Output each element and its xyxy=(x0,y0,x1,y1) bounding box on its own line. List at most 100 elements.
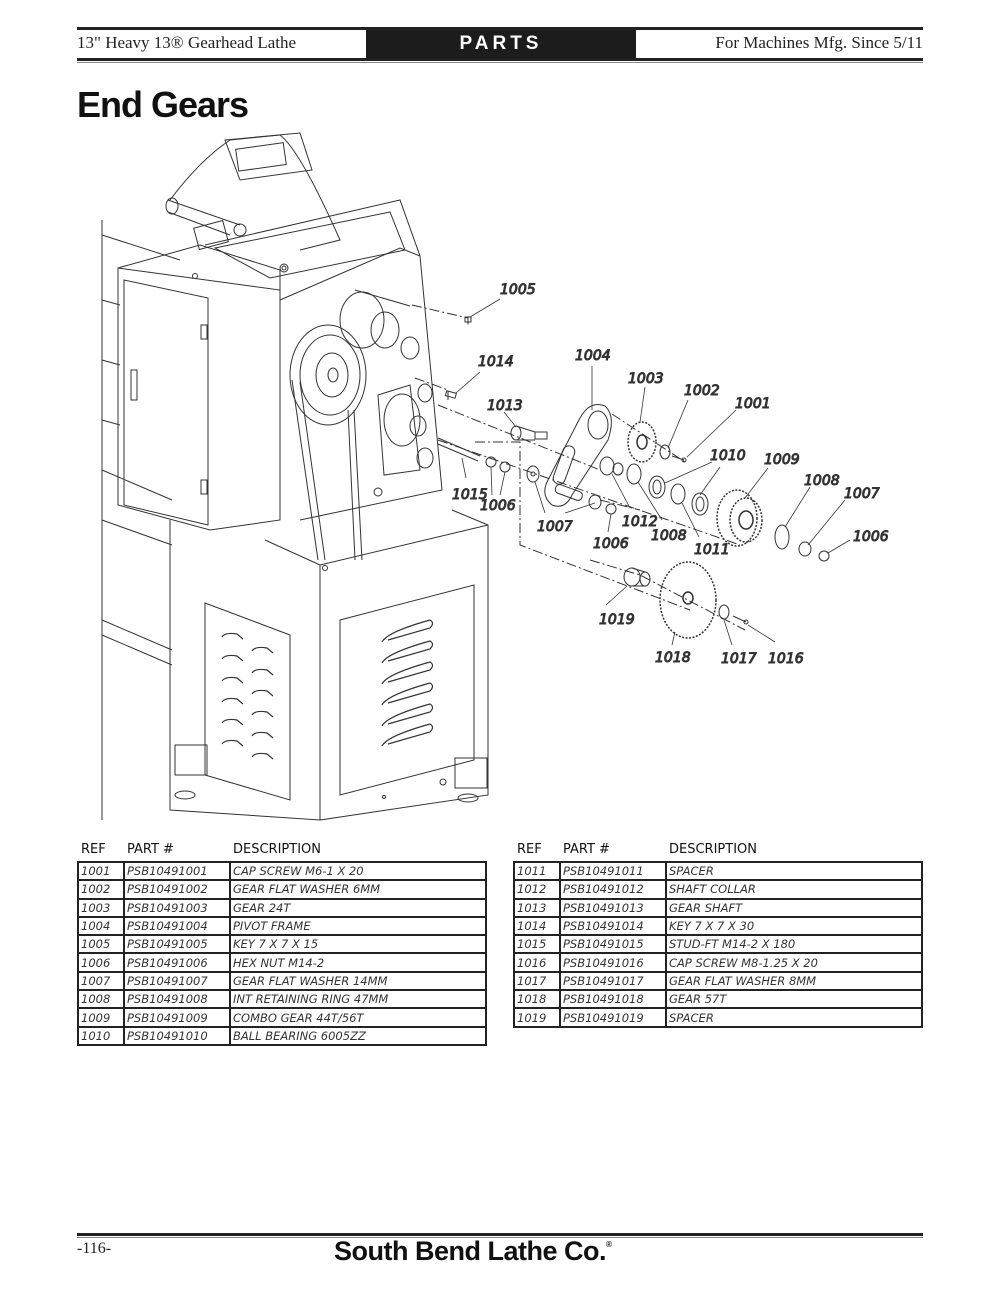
column-header-description: DESCRIPTION xyxy=(233,842,321,857)
callout-1003: 1003 xyxy=(628,371,664,387)
brand-logo-text: South Bend Lathe Co.® xyxy=(334,1236,612,1267)
end-gears-diagram: 1005 1014 1004 1003 1002 1001 1013 1010 … xyxy=(101,132,889,821)
part-description-cell: GEAR 24T xyxy=(229,897,487,918)
stand-door-vents-left xyxy=(221,632,274,760)
part-ref-cell: 1011 xyxy=(513,860,561,882)
part-ref-cell: 1015 xyxy=(513,934,561,955)
part-ref-cell: 1017 xyxy=(513,970,561,992)
part-number-cell: PSB10491016 xyxy=(559,952,667,973)
part-number-cell: PSB10491013 xyxy=(559,897,667,918)
part-ref-cell: 1003 xyxy=(77,897,125,918)
page-header: 13" Heavy 13® Gearhead Lathe PARTS For M… xyxy=(77,30,923,58)
part-number-cell: PSB10491010 xyxy=(123,1025,231,1046)
callout-1016: 1016 xyxy=(768,651,804,667)
part-key-1014 xyxy=(444,390,457,399)
header-bottom-rule-thin xyxy=(77,62,923,63)
column-header-part: PART # xyxy=(563,842,610,857)
part-gear-24t-1003 xyxy=(627,421,657,463)
part-ref-cell: 1014 xyxy=(513,915,561,937)
lathe-bed xyxy=(101,220,181,820)
part-number-cell: PSB10491018 xyxy=(559,989,667,1010)
part-key-1005 xyxy=(464,316,472,323)
leveling-feet xyxy=(174,744,488,803)
header-top-rule xyxy=(77,27,923,30)
headstock-body xyxy=(204,199,443,521)
part-ref-cell: 1008 xyxy=(77,989,125,1010)
table-header-row: REF PART # DESCRIPTION xyxy=(514,842,922,862)
part-description-cell: SHAFT COLLAR xyxy=(665,879,923,900)
part-gear-57t-1018 xyxy=(659,561,717,639)
part-description-cell: KEY 7 X 7 X 30 xyxy=(665,915,923,937)
part-hex-nut-1006c xyxy=(818,550,830,562)
part-ring-1008b xyxy=(774,524,790,550)
header-mfg-date: For Machines Mfg. Since 5/11 xyxy=(715,33,923,52)
part-ref-cell: 1009 xyxy=(77,1007,125,1028)
footer-rule-thin xyxy=(77,1237,923,1238)
lathe-stand xyxy=(169,509,489,821)
part-number-cell: PSB10491008 xyxy=(123,989,231,1010)
part-description-cell: GEAR FLAT WASHER 14MM xyxy=(229,970,487,992)
part-hex-nut-1006b xyxy=(605,503,617,515)
part-number-cell: PSB10491012 xyxy=(559,879,667,900)
column-header-ref: REF xyxy=(517,842,542,857)
part-number-cell: PSB10491015 xyxy=(559,934,667,955)
electrical-box xyxy=(117,244,281,531)
stand-door-vents-right xyxy=(381,619,434,747)
page-title: End Gears xyxy=(77,84,249,125)
callout-1010: 1010 xyxy=(710,448,746,464)
callout-1008b: 1008 xyxy=(651,528,687,544)
part-description-cell: GEAR FLAT WASHER 6MM xyxy=(229,879,487,900)
part-pivot-frame-1004 xyxy=(544,404,612,507)
part-number-cell: PSB10491009 xyxy=(123,1007,231,1028)
part-ref-cell: 1012 xyxy=(513,879,561,900)
part-description-cell: SPACER xyxy=(665,860,923,882)
part-description-cell: STUD-FT M14-2 X 180 xyxy=(665,934,923,955)
part-bearing-1010 xyxy=(648,475,666,499)
callout-1002: 1002 xyxy=(684,383,720,399)
header-section-label: PARTS xyxy=(366,30,636,58)
part-ref-cell: 1016 xyxy=(513,952,561,973)
header-bottom-rule xyxy=(77,58,923,61)
part-number-cell: PSB10491017 xyxy=(559,970,667,992)
part-ref-cell: 1004 xyxy=(77,915,125,937)
part-description-cell: KEY 7 X 7 X 15 xyxy=(229,934,487,955)
part-gear-shaft-1013 xyxy=(510,425,548,441)
page-number: -116- xyxy=(77,1240,112,1257)
part-ref-cell: 1001 xyxy=(77,860,125,882)
part-washer-1007 xyxy=(526,465,540,483)
callout-1011: 1011 xyxy=(694,542,730,558)
callout-1006c: 1006 xyxy=(593,536,629,552)
part-washer-1007c xyxy=(798,541,812,557)
part-ref-cell: 1019 xyxy=(513,1007,561,1028)
part-ref-cell: 1010 xyxy=(77,1025,125,1046)
header-machine-name: 13" Heavy 13® Gearhead Lathe xyxy=(77,33,297,52)
part-ring-1008 xyxy=(626,463,642,485)
part-description-cell: HEX NUT M14-2 xyxy=(229,952,487,973)
part-description-cell: BALL BEARING 6005ZZ xyxy=(229,1025,487,1046)
column-header-description: DESCRIPTION xyxy=(669,842,757,857)
part-description-cell: GEAR SHAFT xyxy=(665,897,923,918)
leader-lines xyxy=(455,298,851,646)
part-spacer-1019 xyxy=(623,567,651,587)
callout-1007b: 1007 xyxy=(537,519,573,535)
part-number-cell: PSB10491001 xyxy=(123,860,231,882)
callout-1001: 1001 xyxy=(735,396,771,412)
part-washer-1007b xyxy=(588,494,602,510)
callout-1009: 1009 xyxy=(764,452,800,468)
part-stud-1015 xyxy=(437,437,481,462)
part-combo-gear-1009 xyxy=(716,489,763,547)
motor-pulley xyxy=(289,324,367,561)
callout-1005: 1005 xyxy=(500,282,536,298)
